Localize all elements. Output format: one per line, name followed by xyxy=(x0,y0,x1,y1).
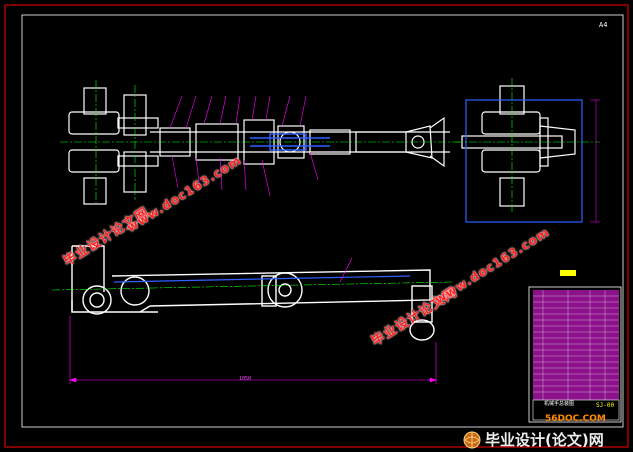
dimension-main-label: 1050 xyxy=(239,376,252,382)
side-view-dimensions xyxy=(590,99,600,223)
front-view-dimensions xyxy=(69,257,437,384)
title-block-title: 机械手总装图 xyxy=(544,401,575,407)
part-leaders-top xyxy=(169,95,319,197)
front-view-hidden-parts xyxy=(113,275,411,283)
outer-frame xyxy=(4,4,629,448)
title-block-code: SJ-00 xyxy=(596,402,615,409)
sheet-size-label: A4 xyxy=(599,21,608,29)
front-view-arm xyxy=(71,245,435,341)
globe-logo-icon xyxy=(463,431,481,448)
front-view-centerline xyxy=(51,281,453,291)
side-view xyxy=(461,85,576,207)
side-view-hidden-outline xyxy=(465,99,583,223)
site-logo-text: 毕业设计(论文)网 xyxy=(485,431,604,449)
inner-frame xyxy=(21,14,624,428)
site-url-badge: 56DOC.COM xyxy=(545,414,606,424)
site-logo: 毕业设计(论文)网 xyxy=(462,427,633,452)
title-block xyxy=(528,270,622,423)
